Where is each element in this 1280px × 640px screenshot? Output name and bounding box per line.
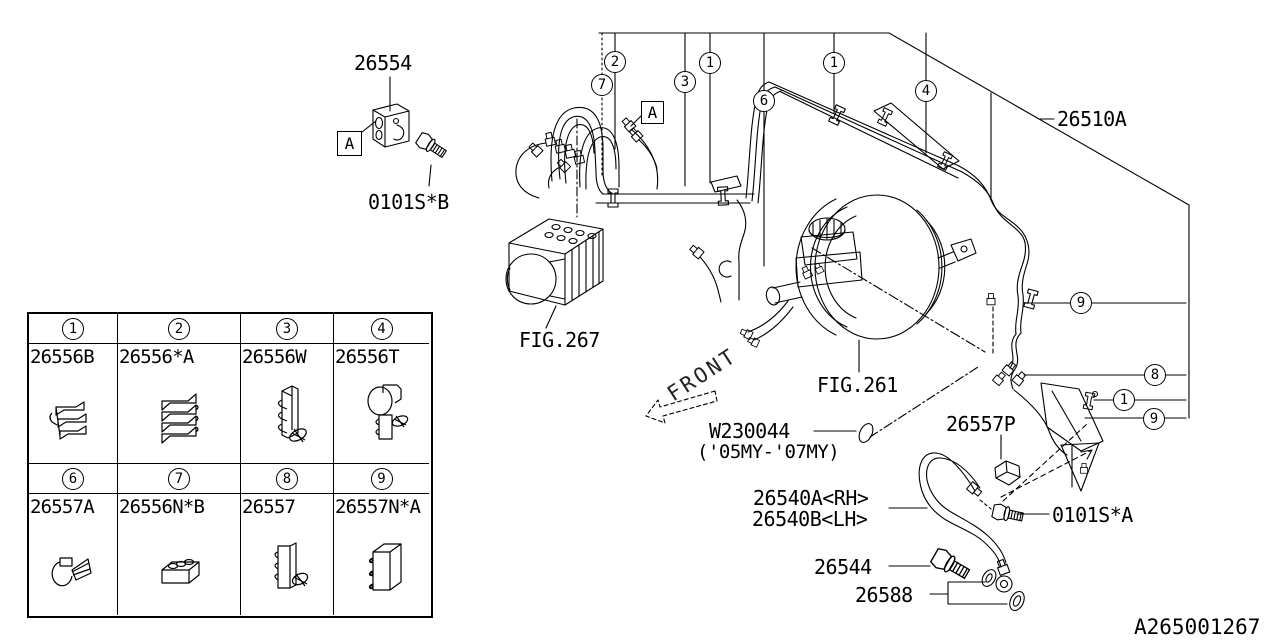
legend-cell-26556nb[interactable]: 26556N*B (118, 494, 241, 615)
brake-pipes (515, 81, 1068, 456)
callout-7[interactable]: 7 (591, 74, 613, 96)
legend-header-6: 6 (29, 464, 118, 494)
abs-unit (505, 218, 604, 306)
part-label-26540a-rh[interactable]: 26540A<RH> (753, 486, 869, 510)
legend-cell-26557a[interactable]: 26557A (29, 494, 118, 615)
legend-cell-26556t[interactable]: 26556T (334, 344, 429, 464)
legend-num-8[interactable]: 8 (276, 467, 298, 490)
part-label-0101sb[interactable]: 0101S*B (368, 190, 449, 214)
model-year-note: ('05MY-'07MY) (697, 441, 840, 463)
legend-code: 26557A (30, 496, 95, 518)
legend-cell-26556b[interactable]: 26556B (29, 344, 118, 464)
callout-4[interactable]: 4 (915, 80, 937, 102)
legend-code: 26556N*B (119, 496, 205, 518)
part-icon (368, 543, 402, 591)
part-label-0101sa[interactable]: 0101S*A (1052, 503, 1133, 527)
legend-num-1[interactable]: 1 (62, 317, 84, 340)
callout-leader-lines (545, 32, 1190, 605)
legend-code: 26556*A (119, 346, 194, 368)
part-icon (161, 393, 199, 444)
legend-num-7[interactable]: 7 (168, 467, 190, 490)
part-icon (49, 401, 87, 440)
legend-cell-26557[interactable]: 26557 (241, 494, 334, 615)
view-marker-a-box: A (337, 131, 362, 156)
assembly-26554 (361, 76, 450, 187)
legend-num-4[interactable]: 4 (370, 317, 393, 340)
callout-3[interactable]: 3 (674, 71, 696, 93)
legend-header-8: 8 (241, 464, 334, 494)
part-label-26544[interactable]: 26544 (814, 555, 872, 579)
diagram-code: A265001267 (1134, 615, 1261, 639)
legend-code: 26557 (242, 496, 296, 518)
legend-num-6[interactable]: 6 (62, 467, 84, 490)
legend-header-7: 7 (118, 464, 241, 494)
legend-code: 26556T (335, 346, 400, 368)
legend-header-9: 9 (334, 464, 429, 494)
callout-6[interactable]: 6 (753, 90, 775, 112)
legend-num-3[interactable]: 3 (276, 317, 298, 340)
brake-hose (918, 452, 1025, 612)
part-icon (161, 559, 200, 584)
legend-cell-26557na[interactable]: 26557N*A (334, 494, 429, 615)
legend-header-2: 2 (118, 314, 241, 344)
part-icon (274, 542, 309, 589)
legend-num-9[interactable]: 9 (370, 467, 393, 490)
view-marker-a-box-diagram: A (641, 101, 664, 124)
legend-num-2[interactable]: 2 (168, 317, 190, 340)
part-icon (366, 384, 408, 440)
callout-1c[interactable]: 1 (1113, 389, 1135, 411)
legend-header-4: 4 (334, 314, 429, 344)
brake-booster (739, 194, 977, 443)
callout-1b[interactable]: 1 (823, 52, 845, 74)
legend-cell-26556a[interactable]: 26556*A (118, 344, 241, 464)
part-label-w230044[interactable]: W230044 (709, 419, 790, 443)
fig-ref-261[interactable]: FIG.261 (817, 373, 898, 397)
legend-header-3: 3 (241, 314, 334, 344)
legend-code: 26556B (30, 346, 95, 368)
legend-cell-26556w[interactable]: 26556W (241, 344, 334, 464)
part-icon (51, 557, 92, 587)
parts-legend-table: 1 2 3 4 26556B 26556*A 26556W 26556T (27, 312, 433, 618)
part-label-26554[interactable]: 26554 (354, 51, 412, 75)
part-label-26510a[interactable]: 26510A (1057, 107, 1127, 131)
dashed-lines (576, 118, 1093, 510)
callout-8[interactable]: 8 (1144, 364, 1166, 386)
front-arrow (645, 390, 718, 424)
legend-code: 26557N*A (335, 496, 421, 518)
body-bracket (1040, 382, 1104, 492)
callout-9a[interactable]: 9 (1070, 292, 1092, 314)
callout-2[interactable]: 2 (604, 51, 626, 73)
part-label-26540b-lh[interactable]: 26540B<LH> (752, 507, 868, 531)
legend-header-1: 1 (29, 314, 118, 344)
part-label-26588[interactable]: 26588 (855, 583, 913, 607)
part-label-26557p[interactable]: 26557P (946, 412, 1016, 436)
part-icon (277, 385, 307, 443)
fig-ref-267[interactable]: FIG.267 (519, 328, 600, 352)
callout-9b[interactable]: 9 (1143, 408, 1165, 430)
legend-code: 26556W (242, 346, 307, 368)
callout-1a[interactable]: 1 (699, 52, 721, 74)
